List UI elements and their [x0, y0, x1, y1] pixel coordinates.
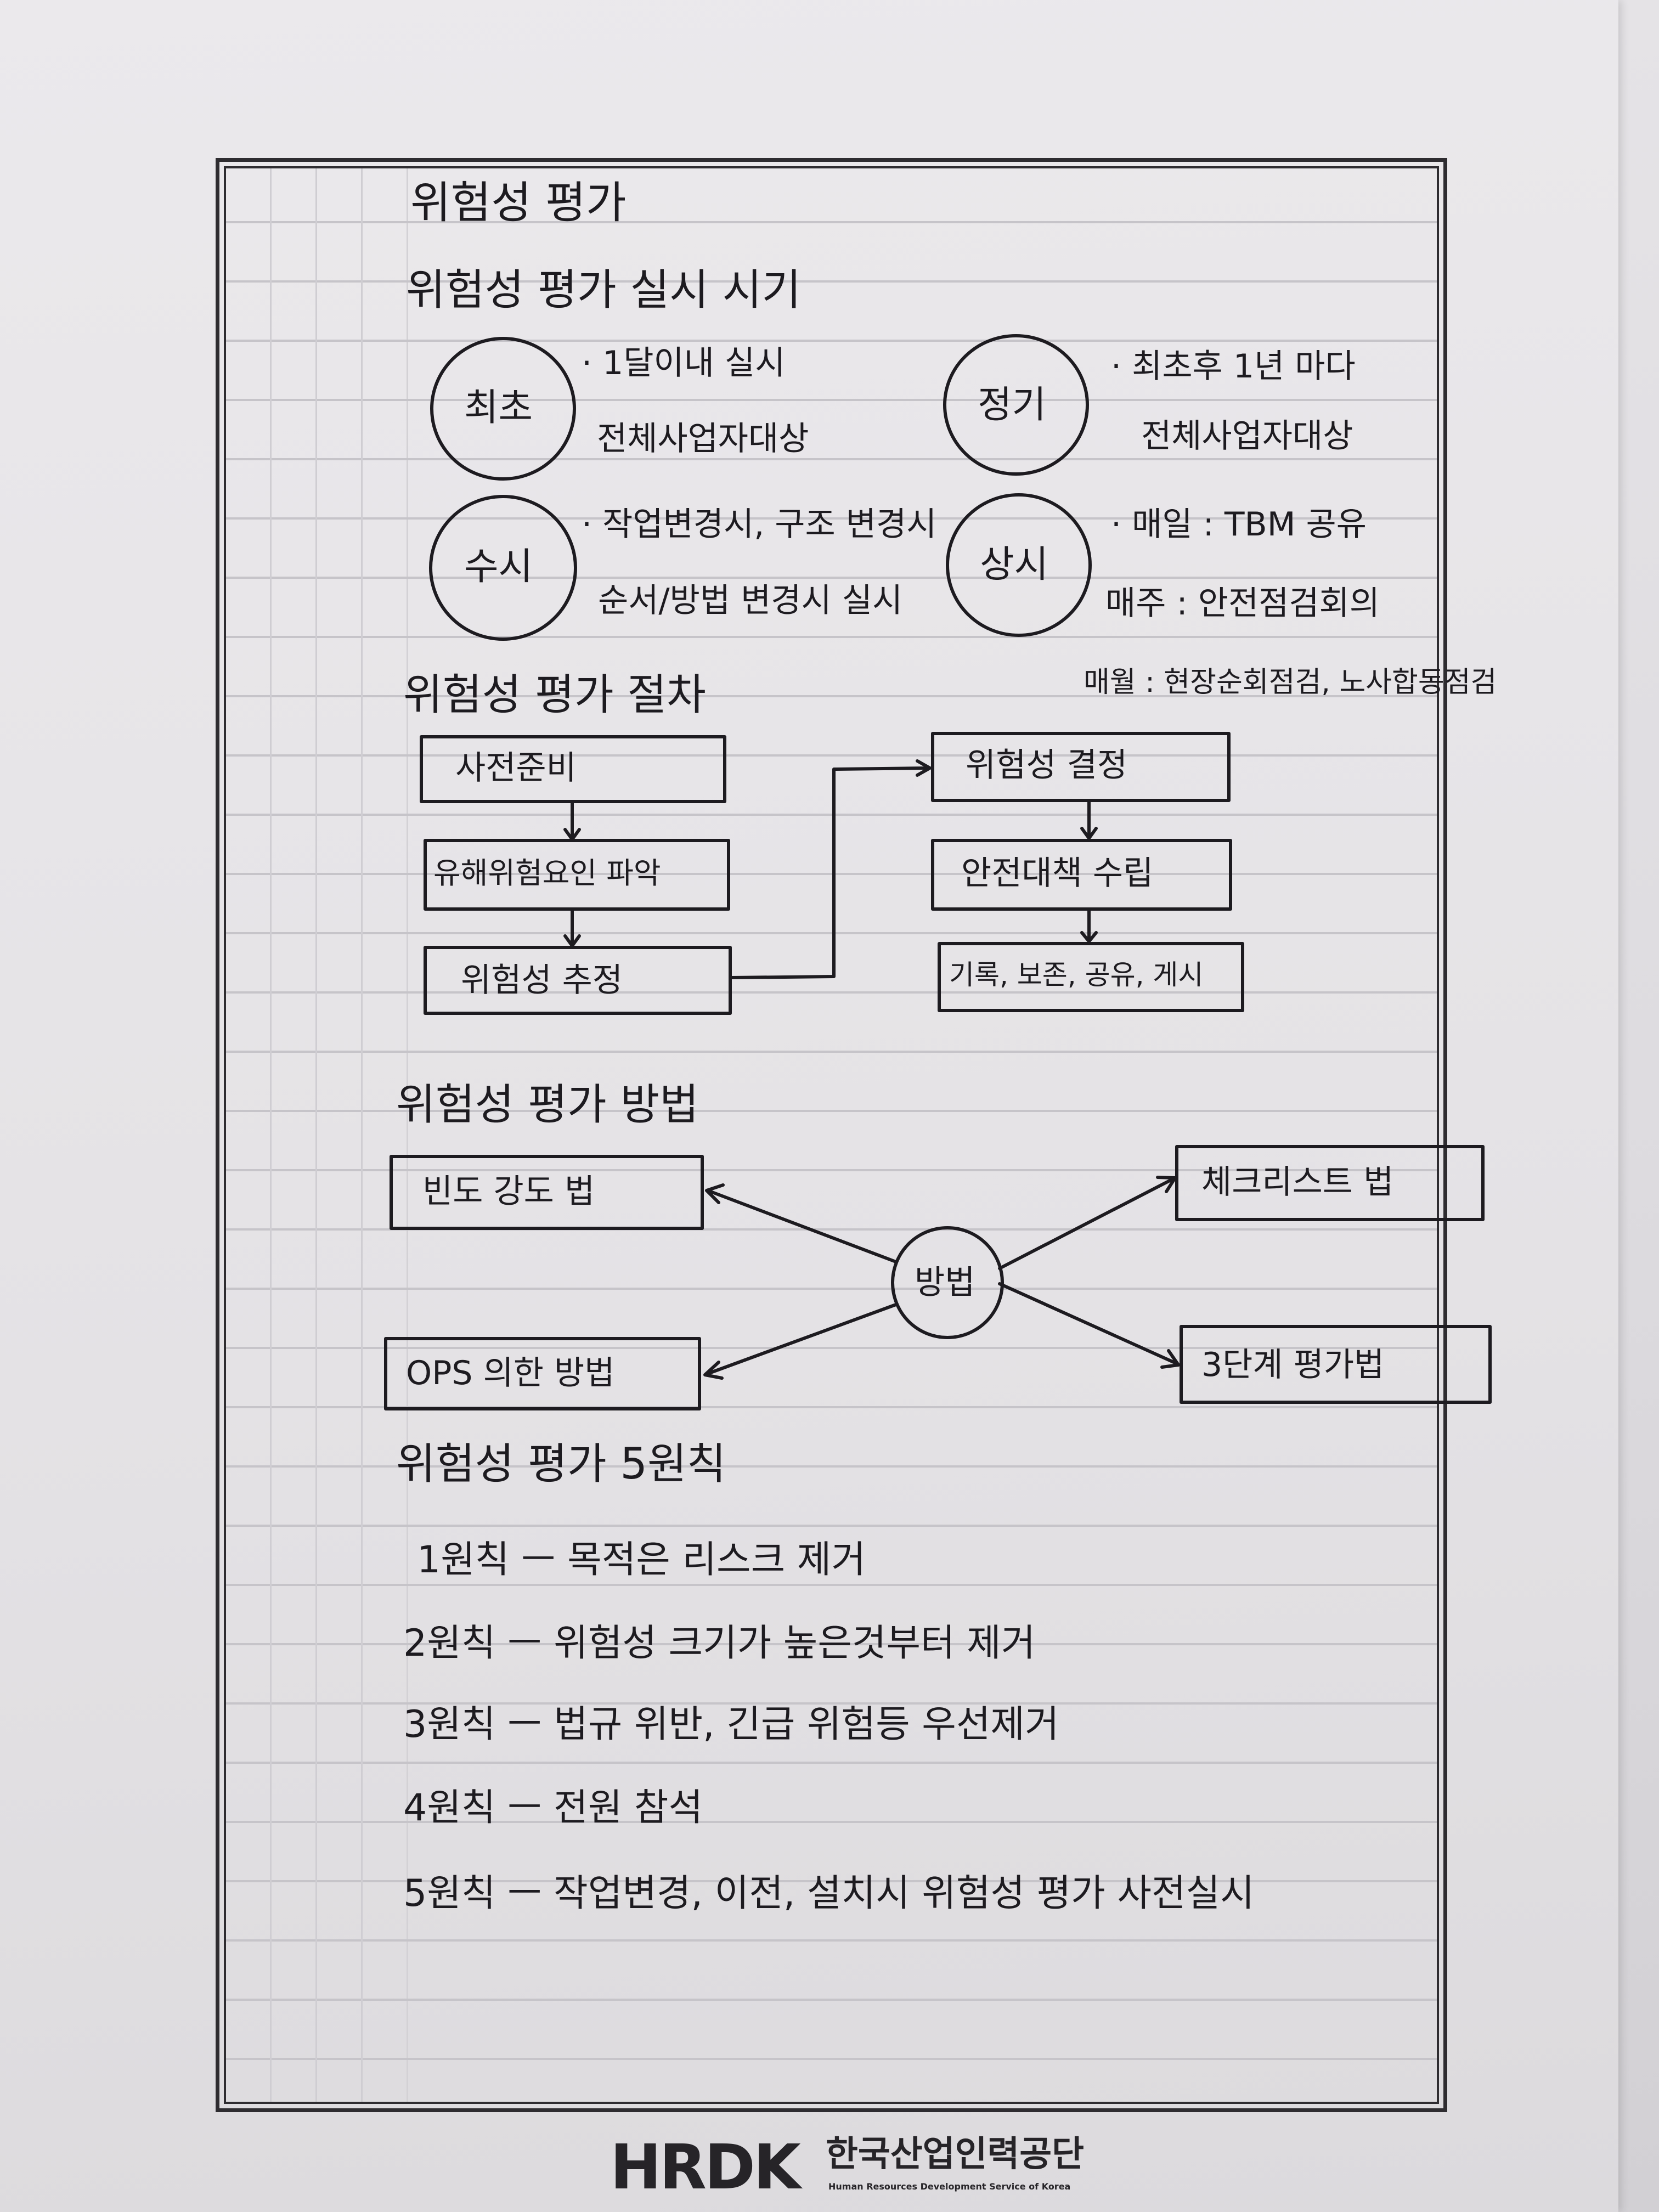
principle-item: 3원칙 ㅡ 법규 위반, 긴급 위험등 우선제거	[403, 1703, 1059, 1746]
principle-item: 1원칙 ㅡ 목적은 리스크 제거	[417, 1538, 866, 1582]
timing-desc: 매주 : 안전점검회의	[1105, 584, 1380, 623]
circle-sangsi	[946, 493, 1092, 637]
timing-desc: · 최초후 1년 마다	[1111, 347, 1356, 386]
procedure-heading: 위험성 평가 절차	[403, 670, 706, 720]
method-item: 체크리스트 법	[1201, 1163, 1394, 1201]
principle-item: 2원칙 ㅡ 위험성 크기가 높은것부터 제거	[403, 1622, 1036, 1665]
method-item: 빈도 강도 법	[422, 1172, 595, 1211]
hrdk-logo: HRDK	[610, 2132, 801, 2203]
timing-desc: 순서/방법 변경시 실시	[598, 582, 903, 620]
timing-circle-label: 상시	[980, 543, 1049, 586]
procedure-step: 위험성 추정	[461, 961, 623, 1000]
box-step-3	[424, 946, 732, 1015]
box-step-6	[938, 942, 1244, 1012]
procedure-step: 사전준비	[455, 749, 577, 787]
timing-desc: · 매일 : TBM 공유	[1111, 505, 1367, 544]
principles-heading: 위험성 평가 5원칙	[396, 1440, 726, 1489]
box-method-3	[384, 1337, 701, 1410]
method-item: 3단계 평가법	[1201, 1346, 1385, 1384]
org-name-ko: 한국산업인력공단	[826, 2134, 1085, 2175]
procedure-step: 위험성 결정	[966, 746, 1128, 785]
box-step-4	[931, 732, 1231, 802]
methods-heading: 위험성 평가 방법	[396, 1080, 699, 1130]
circle-method-center	[891, 1226, 1004, 1339]
org-name-en: Human Resources Development Service of K…	[828, 2181, 1071, 2192]
principle-item: 5원칙 ㅡ 작업변경, 이전, 설치시 위험성 평가 사전실시	[403, 1872, 1255, 1915]
principle-item: 4원칙 ㅡ 전원 참석	[403, 1786, 703, 1830]
timing-circle-label: 최초	[464, 386, 533, 430]
timing-heading: 위험성 평가 실시 시기	[406, 266, 802, 315]
page-frame	[216, 158, 1447, 2112]
box-step-2	[424, 839, 730, 911]
box-step-5	[931, 839, 1232, 911]
timing-circle-label: 수시	[464, 545, 533, 589]
timing-desc: 전체사업자대상	[597, 420, 809, 458]
method-item: OPS 의한 방법	[406, 1354, 615, 1392]
timing-desc: · 작업변경시, 구조 변경시	[582, 505, 937, 544]
box-method-1	[390, 1155, 704, 1230]
timing-desc: 전체사업자대상	[1141, 417, 1353, 455]
box-method-4	[1180, 1325, 1492, 1404]
ruled-grid	[224, 166, 1439, 2104]
timing-desc: 매월 : 현장순회점검, 노사합동점검	[1084, 666, 1497, 699]
note-title: 위험성 평가	[410, 177, 627, 228]
procedure-step: 안전대책 수립	[961, 854, 1154, 893]
timing-desc: · 1달이내 실시	[582, 344, 786, 382]
circle-choecho	[430, 337, 576, 481]
margin-grid	[226, 168, 391, 2102]
circle-susi	[429, 495, 577, 641]
procedure-step: 기록, 보존, 공유, 게시	[949, 959, 1204, 991]
timing-circle-label: 정기	[978, 383, 1047, 427]
box-method-2	[1175, 1145, 1485, 1221]
method-center-label: 방법	[915, 1263, 975, 1302]
procedure-step: 유해위험요인 파악	[433, 856, 661, 890]
circle-jeonggi	[943, 334, 1089, 476]
